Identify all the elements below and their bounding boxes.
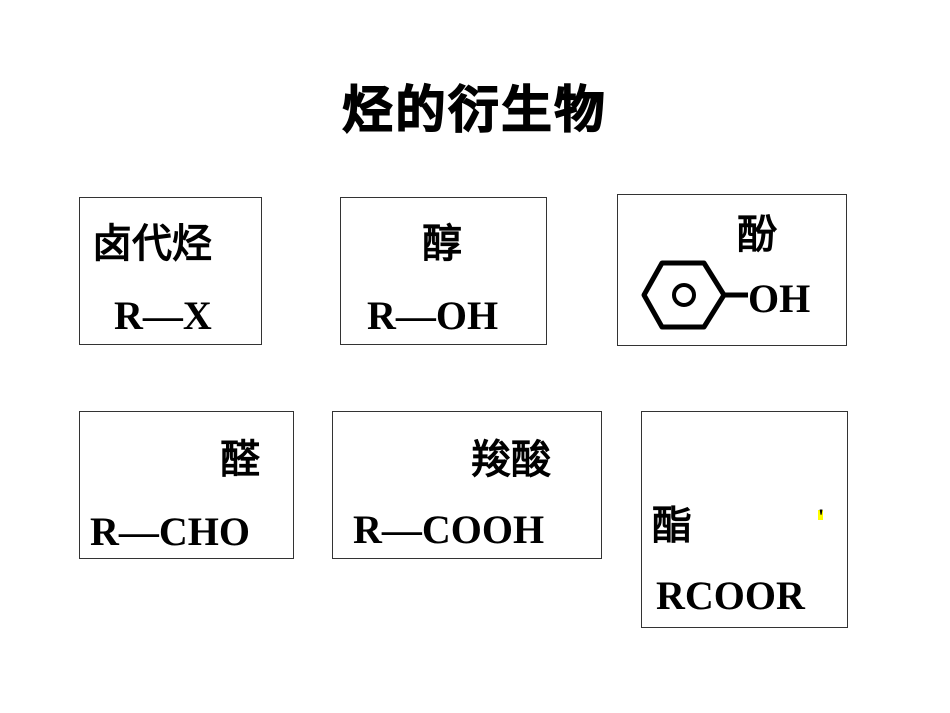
card-name: 酯: [652, 503, 692, 549]
card-haloalkane: 卤代烃 R—X: [79, 197, 262, 345]
prime-mark: ': [818, 504, 825, 529]
card-name: 羧酸: [471, 437, 551, 483]
card-name: 醇: [422, 221, 462, 267]
benzene-ring-icon: [641, 260, 748, 330]
card-formula: OH: [748, 276, 811, 321]
card-formula: R—X: [114, 293, 212, 338]
card-name: 醛: [220, 437, 260, 483]
card-ester: 酯 ' RCOOR: [641, 411, 848, 628]
card-aldehyde: 醛 R—CHO: [79, 411, 294, 559]
card-formula: RCOOR: [656, 573, 805, 618]
card-carboxylic-acid: 羧酸 R—COOH: [332, 411, 602, 559]
card-formula: R—CHO: [90, 509, 250, 554]
card-formula: R—OH: [367, 293, 499, 338]
card-formula: R—COOH: [353, 507, 545, 552]
page-title: 烃的衍生物: [342, 80, 608, 140]
card-alcohol: 醇 R—OH: [340, 197, 547, 345]
prime-highlight: [818, 510, 823, 520]
card-name: 酚: [737, 212, 777, 258]
card-name: 卤代烃: [92, 221, 212, 267]
card-phenol: 酚 OH: [617, 194, 847, 346]
